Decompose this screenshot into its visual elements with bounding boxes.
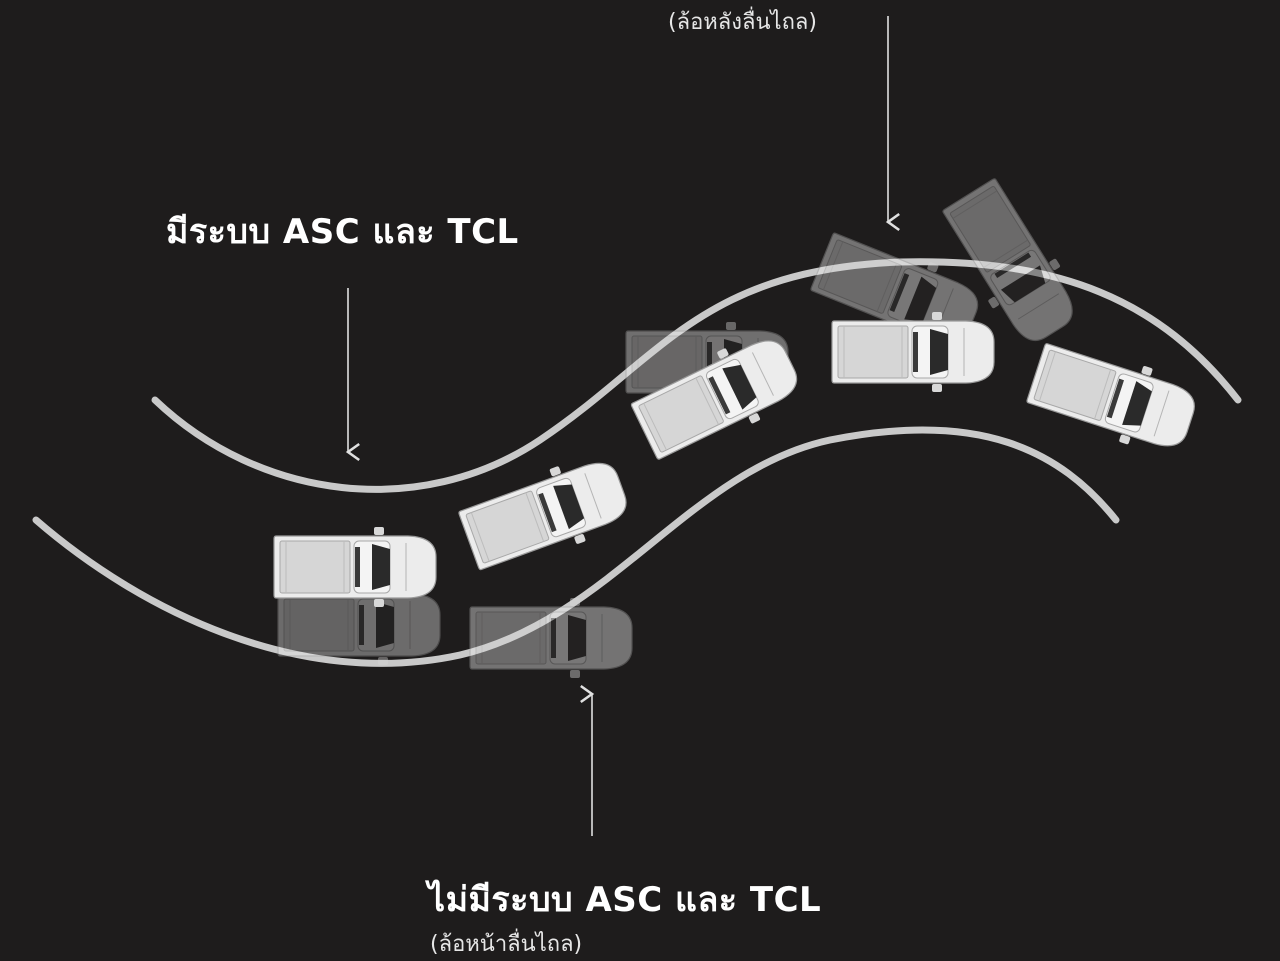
with-system-label: มีระบบ ASC และ TCL xyxy=(166,212,519,252)
car-5 xyxy=(1023,334,1204,462)
front-wheel-slip-label: (ล้อหน้าลื่นไถล) xyxy=(430,932,583,957)
rear-wheel-slip-label: (ล้อหลังลื่นไถล) xyxy=(668,10,817,35)
ghost-car-2 xyxy=(469,597,633,679)
without-system-label: ไม่มีระบบ ASC และ TCL xyxy=(428,880,822,920)
road-edge-bottom xyxy=(32,426,1120,667)
car-4 xyxy=(831,311,995,393)
car-1 xyxy=(273,526,437,608)
